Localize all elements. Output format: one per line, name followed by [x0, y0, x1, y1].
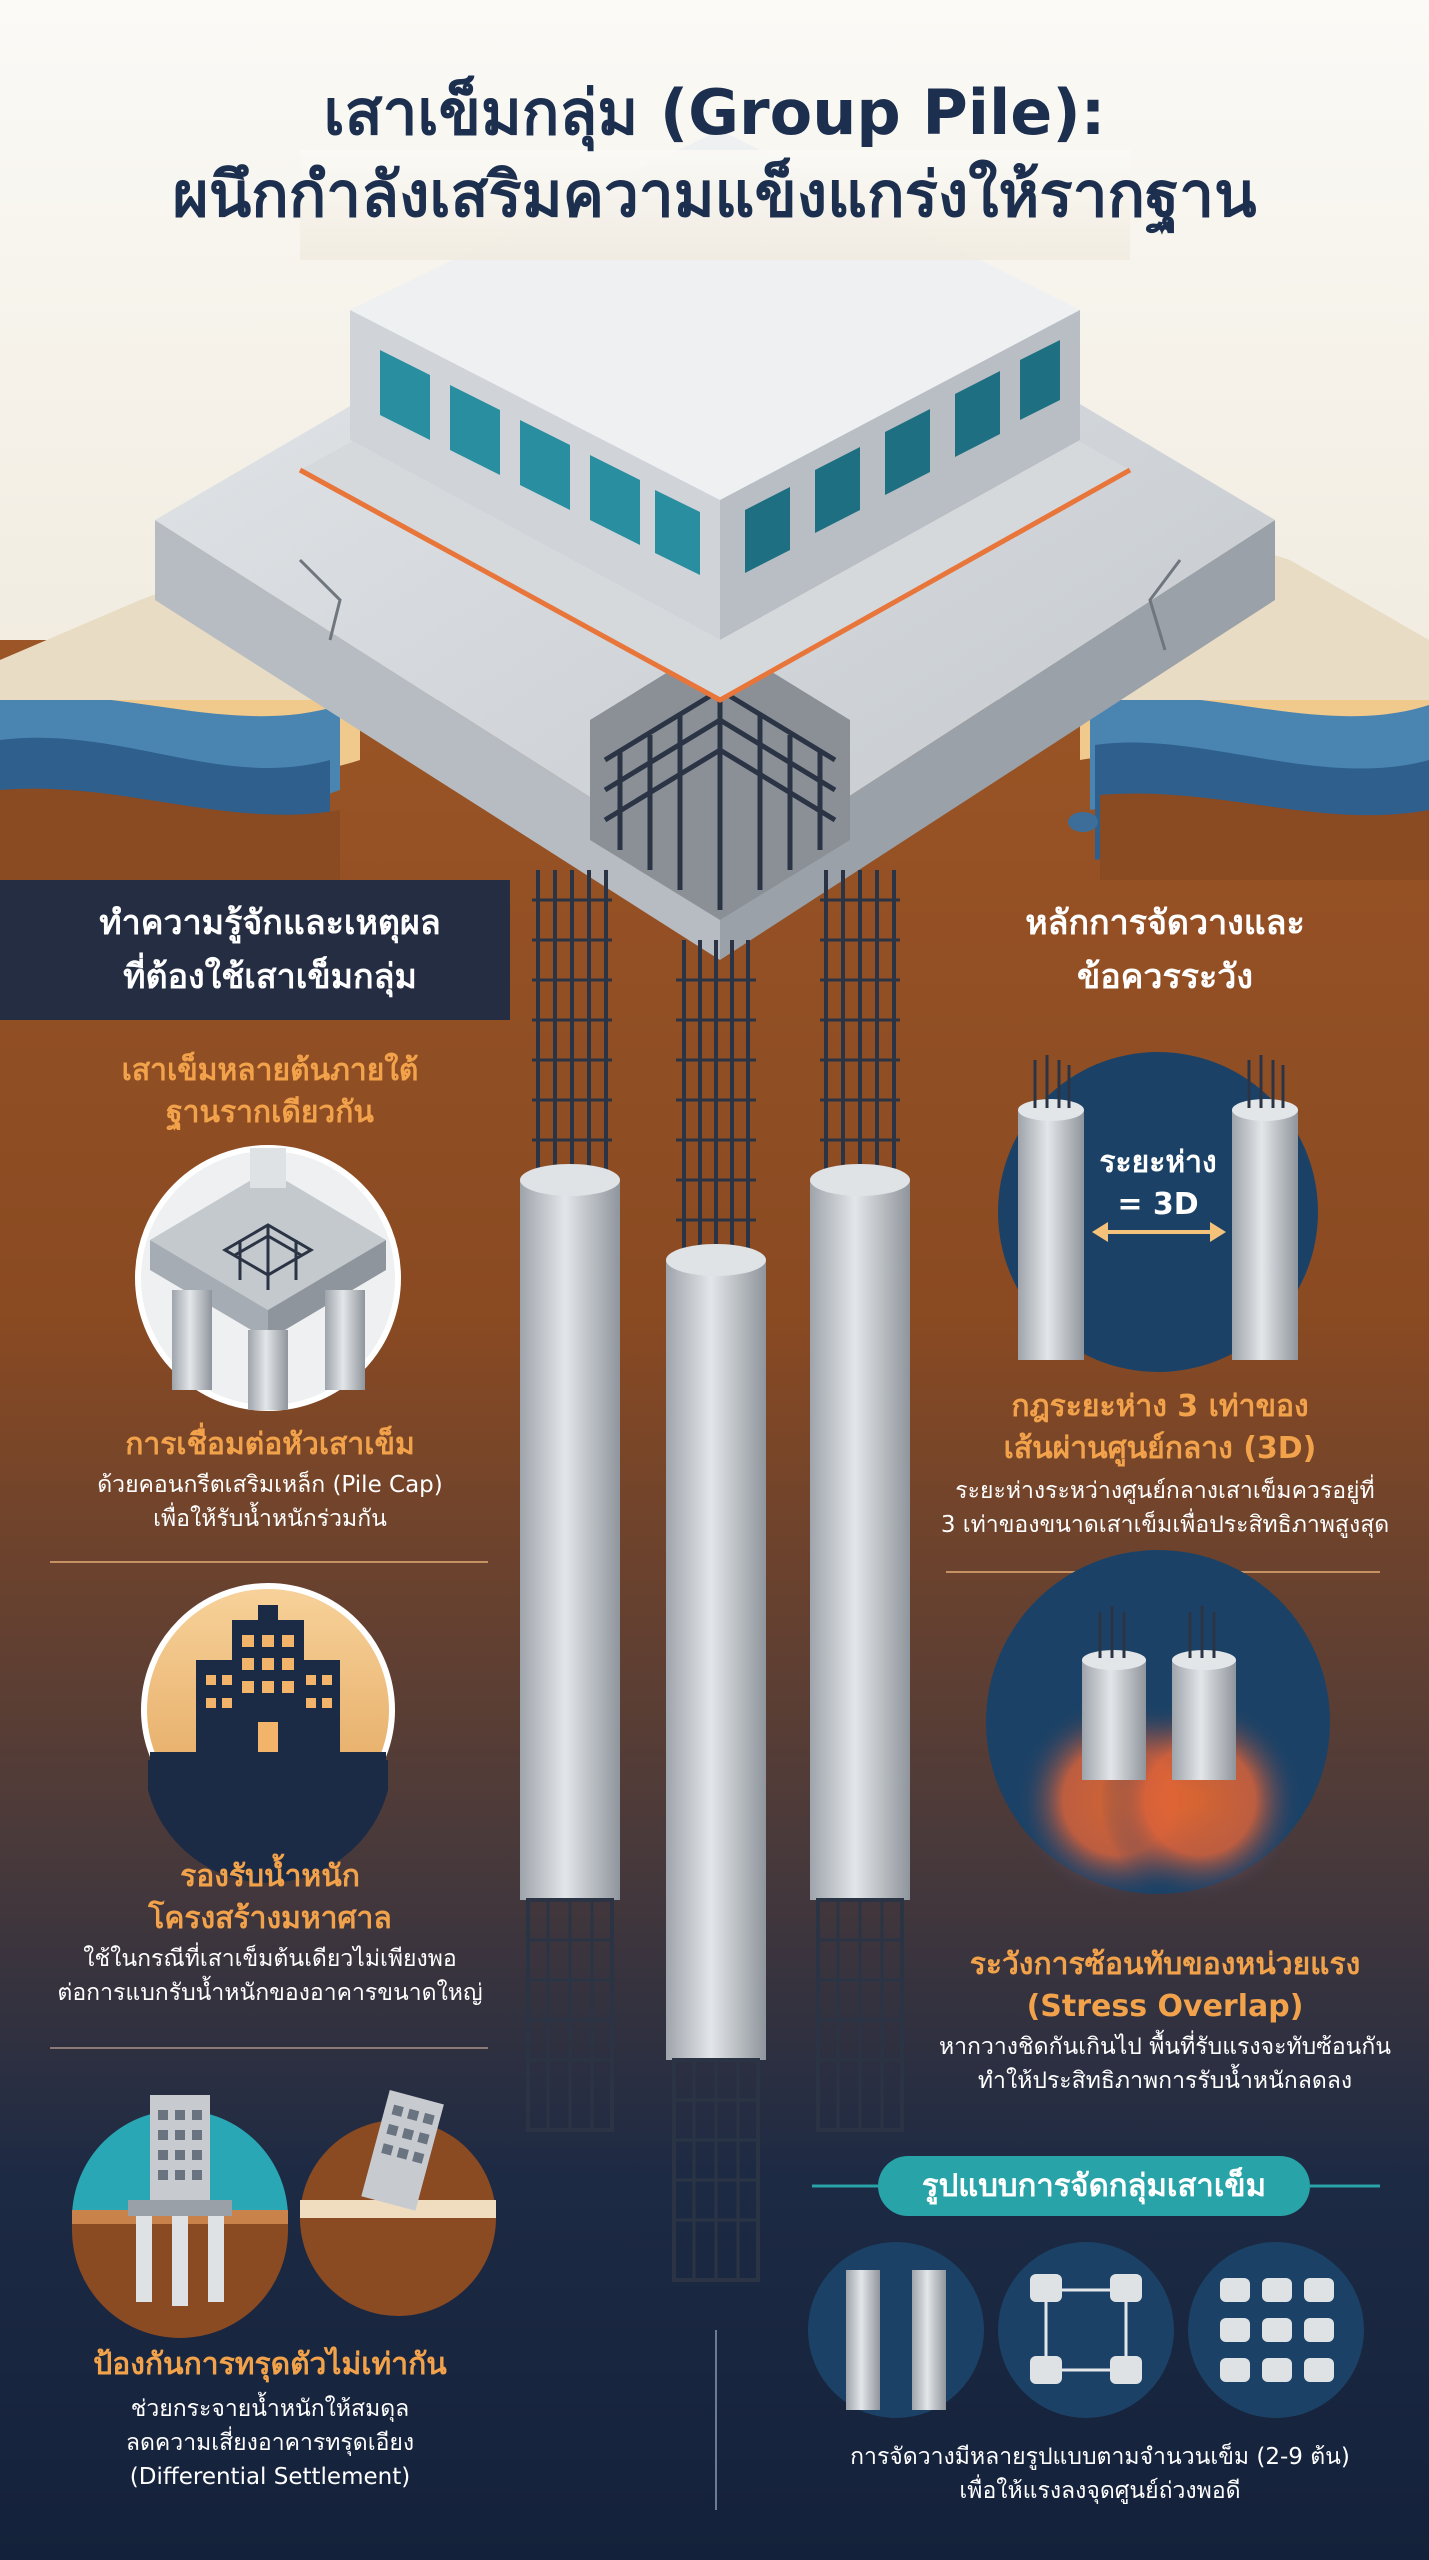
building-circle-icon [141, 1583, 395, 1883]
left-item2-body: ใช้ในกรณีที่เสาเข็มต้นเดียวไม่เพียงพอ ต่… [57, 1946, 483, 2006]
pile-arrangement-icons [808, 2242, 1364, 2418]
pile-right [810, 870, 910, 2132]
left-item1-title: การเชื่อมต่อหัวเสาเข็ม [125, 1427, 415, 1462]
left-item1-body: ด้วยคอนกรีตเสริมเหล็ก (Pile Cap) เพื่อให… [97, 1472, 443, 1532]
pile-middle [666, 940, 766, 2282]
right-item1-body: ระยะห่างระหว่างศูนย์กลางเสาเข็มควรอยู่ที… [940, 1478, 1390, 1538]
spacing-label: ระยะห่าง = 3D [1099, 1145, 1217, 1222]
page-title: เสาเข็มกลุ่ม (Group Pile): ผนึกกำลังเสริ… [0, 72, 1429, 236]
left-section-heading: ทำความรู้จักและเหตุผล ที่ต้องใช้เสาเข็มก… [99, 903, 441, 997]
right-item2-body: หากวางชิดกันเกินไป พื้นที่รับแรงจะทับซ้อ… [938, 2034, 1392, 2094]
left-item2-title: รองรับน้ำหนัก โครงสร้างมหาศาล [148, 1859, 392, 1936]
left-item3-title: ป้องกันการทรุดตัวไม่เท่ากัน [93, 2347, 447, 2382]
spacing-3d-circle-icon [998, 1052, 1318, 1372]
right-item3-body: การจัดวางมีหลายรูปแบบตามจำนวนเข็ม (2-9 ต… [850, 2444, 1350, 2504]
right-item1-title: กฎระยะห่าง 3 เท่าของ เส้นผ่านศูนย์กลาง (… [1003, 1389, 1317, 1466]
arrangement-pill: รูปแบบการจัดกลุ่มเสาเข็ม [878, 2156, 1310, 2216]
title-line-1: เสาเข็มกลุ่ม (Group Pile): [323, 76, 1106, 149]
pile-left [520, 870, 620, 2132]
title-line-2: ผนึกกำลังเสริมความแข็งแกร่งให้รากฐาน [172, 158, 1257, 231]
right-section-heading: หลักการจัดวางและ ข้อควรระวัง [1025, 903, 1305, 997]
left-item1-subheading: เสาเข็มหลายต้นภายใต้ ฐานรากเดียวกัน [121, 1053, 419, 1130]
pile-cap-circle-icon [135, 1145, 401, 1411]
settlement-comparison-icon [72, 2089, 496, 2338]
right-item2-title: ระวังการซ้อนทับของหน่วยแรง (Stress Overl… [969, 1947, 1361, 2024]
stress-overlap-circle-icon [986, 1550, 1330, 1900]
left-item3-body: ช่วยกระจายน้ำหนักให้สมดุล ลดความเสี่ยงอา… [125, 2396, 415, 2490]
